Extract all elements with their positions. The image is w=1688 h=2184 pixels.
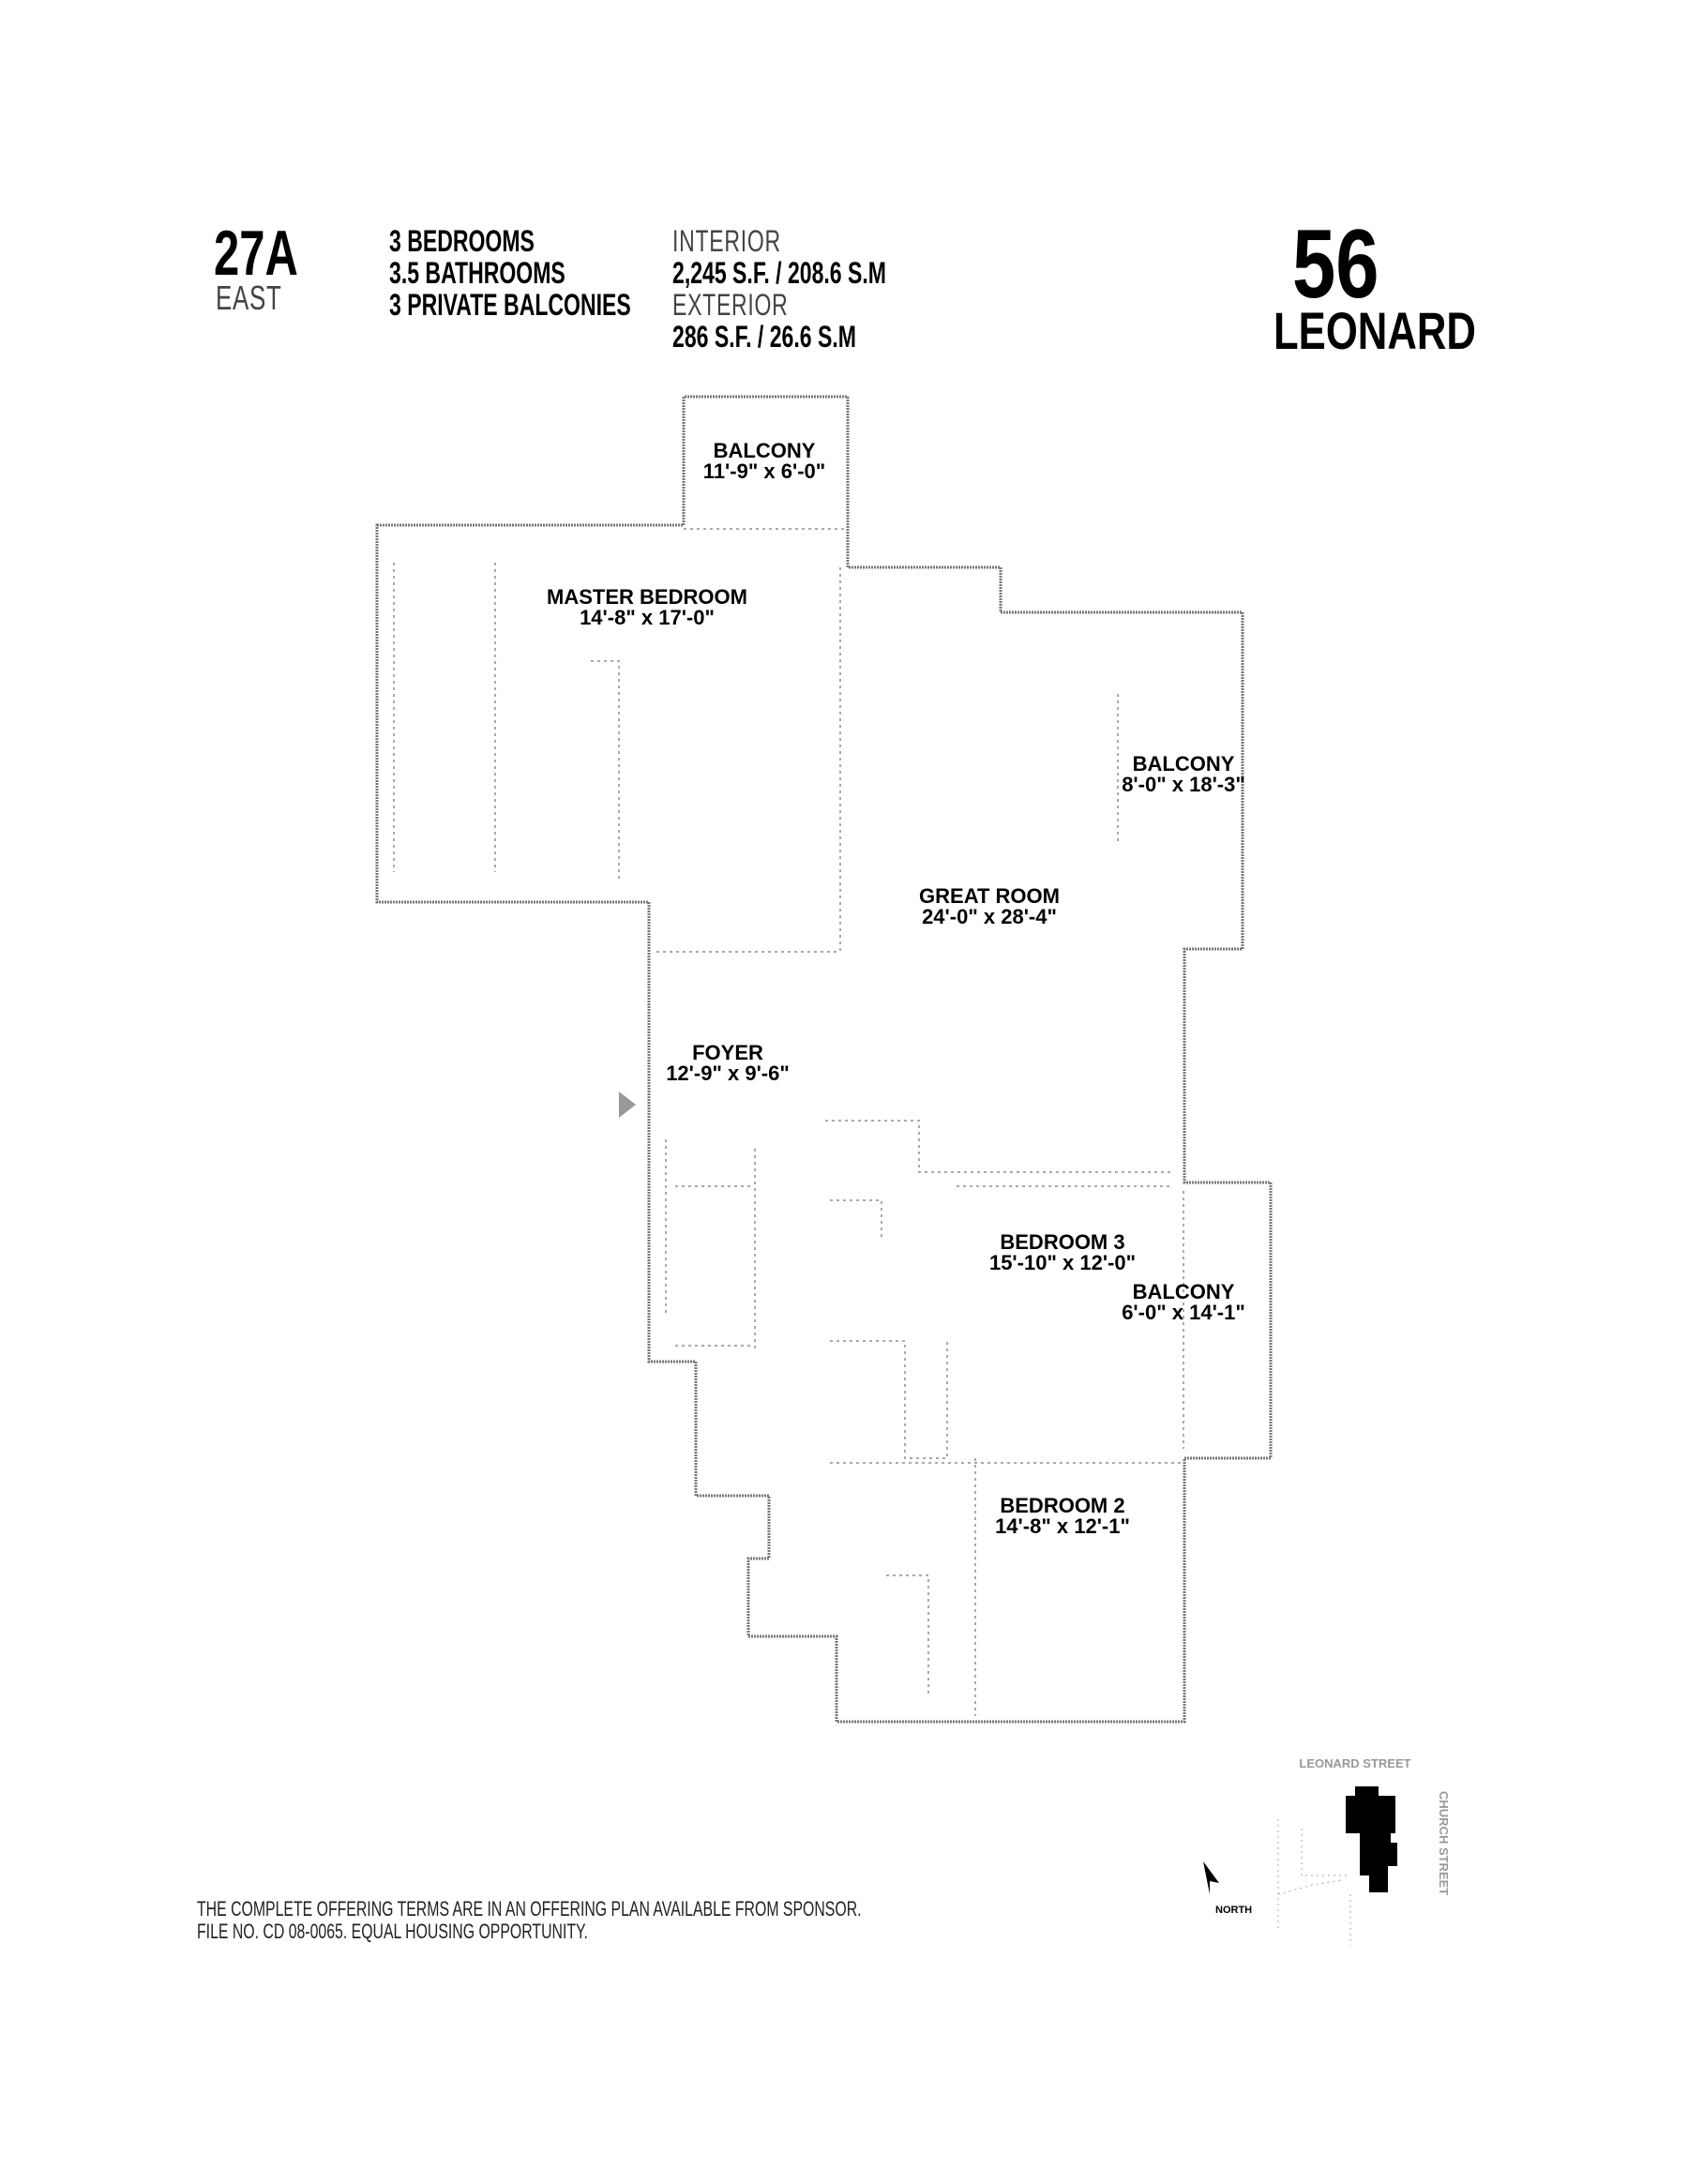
key-street-side: CHURCH STREET: [1437, 1791, 1451, 1895]
entry-arrow-icon: [619, 1092, 636, 1118]
logo-number: 56: [1292, 210, 1379, 319]
room-dims: 24'-0" x 28'-4": [922, 905, 1057, 928]
interior-walls: [393, 528, 1184, 1716]
footer-disclaimer: THE COMPLETE OFFERING TERMS ARE IN AN OF…: [197, 1898, 862, 1943]
room-name: BALCONY: [1133, 1280, 1235, 1303]
feature-bedrooms: 3 BEDROOMS: [389, 224, 535, 258]
room-name: BALCONY: [1133, 752, 1235, 776]
room-dims: 14'-8" x 12'-1": [995, 1514, 1130, 1538]
exterior-label: EXTERIOR: [672, 288, 789, 322]
room-dims: 11'-9" x 6'-0": [703, 459, 825, 483]
room-dims: 8'-0" x 18'-3": [1122, 773, 1245, 796]
room-dims: 14'-8" x 17'-0": [580, 606, 715, 629]
exterior-area: 286 S.F. / 26.6 S.M: [672, 320, 856, 354]
building-footprint: [1346, 1786, 1397, 1892]
unit-number: 27A: [214, 218, 298, 289]
room-dims: 15'-10" x 12'-0": [989, 1251, 1136, 1274]
interior-label: INTERIOR: [672, 224, 781, 258]
footer-line-2: FILE NO. CD 08-0065. EQUAL HOUSING OPPOR…: [197, 1920, 588, 1943]
apartment-outline: [375, 395, 1273, 1724]
unit-wing: EAST: [216, 279, 282, 317]
room-dims: 6'-0" x 14'-1": [1122, 1301, 1245, 1324]
feature-balconies: 3 PRIVATE BALCONIES: [389, 288, 631, 322]
features-list: 3 BEDROOMS 3.5 BATHROOMS 3 PRIVATE BALCO…: [389, 225, 631, 321]
room-name: BALCONY: [714, 439, 816, 462]
area-info: INTERIOR 2,245 S.F. / 208.6 S.M EXTERIOR…: [672, 225, 886, 353]
interior-area: 2,245 S.F. / 208.6 S.M: [672, 256, 886, 290]
room-name: BEDROOM 3: [1000, 1230, 1124, 1254]
room-labels: BALCONY 11'-9" x 6'-0" MASTER BEDROOM 14…: [547, 439, 1245, 1538]
feature-bathrooms: 3.5 BATHROOMS: [389, 256, 565, 290]
north-label: NORTH: [1215, 1905, 1252, 1916]
north-arrow-icon: [1203, 1861, 1219, 1894]
key-plan: LEONARD STREET CHURCH STREET NORTH: [1203, 1756, 1451, 1946]
key-street-top: LEONARD STREET: [1299, 1756, 1410, 1770]
logo-name: LEONARD: [1274, 301, 1476, 360]
room-dims: 12'-9" x 9'-6": [666, 1062, 790, 1085]
footer-line-1: THE COMPLETE OFFERING TERMS ARE IN AN OF…: [197, 1897, 862, 1920]
room-name: GREAT ROOM: [919, 884, 1060, 908]
room-name: BEDROOM 2: [1000, 1494, 1124, 1517]
room-name: FOYER: [692, 1041, 763, 1064]
room-name: MASTER BEDROOM: [547, 585, 747, 609]
